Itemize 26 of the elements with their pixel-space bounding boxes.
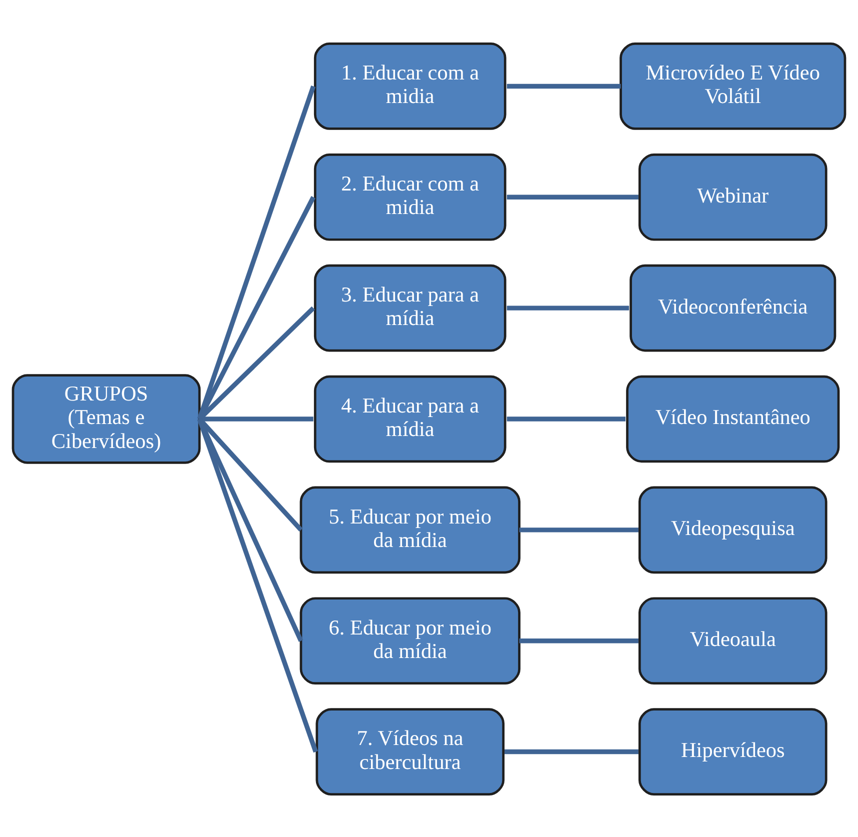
connector (519, 527, 638, 532)
connector (197, 418, 304, 642)
connector (197, 196, 316, 420)
node-box: Hipervídeos (638, 708, 828, 795)
node-box: GRUPOS (Temas e Cibervídeos) (12, 374, 201, 464)
node-box: 4. Educar para a mídia (314, 374, 506, 462)
node-box: Webinar (638, 152, 828, 240)
node-box: Videoconferência (630, 264, 836, 352)
node-box: Videoaula (638, 596, 828, 684)
node-box: 1. Educar com a midia (314, 42, 506, 130)
connector (519, 638, 638, 643)
connector (506, 305, 630, 310)
node-box: Videopesquisa (638, 486, 828, 574)
node-box: 3. Educar para a mídia (314, 264, 506, 352)
connector (197, 84, 316, 420)
connector (506, 416, 626, 421)
connector (506, 194, 638, 199)
node-box: 5. Educar por meio da mídia (300, 486, 520, 574)
node-box: 2. Educar com a midia (314, 152, 506, 240)
node-box: Vídeo Instantâneo (626, 374, 840, 462)
connector (197, 418, 318, 752)
node-box: 6. Educar por meio da mídia (300, 596, 520, 684)
connector (506, 83, 621, 88)
node-box: 7. Vídeos na cibercultura (316, 708, 505, 795)
connector (504, 748, 638, 754)
node-box: Microvídeo E Vídeo Volátil (620, 42, 846, 130)
